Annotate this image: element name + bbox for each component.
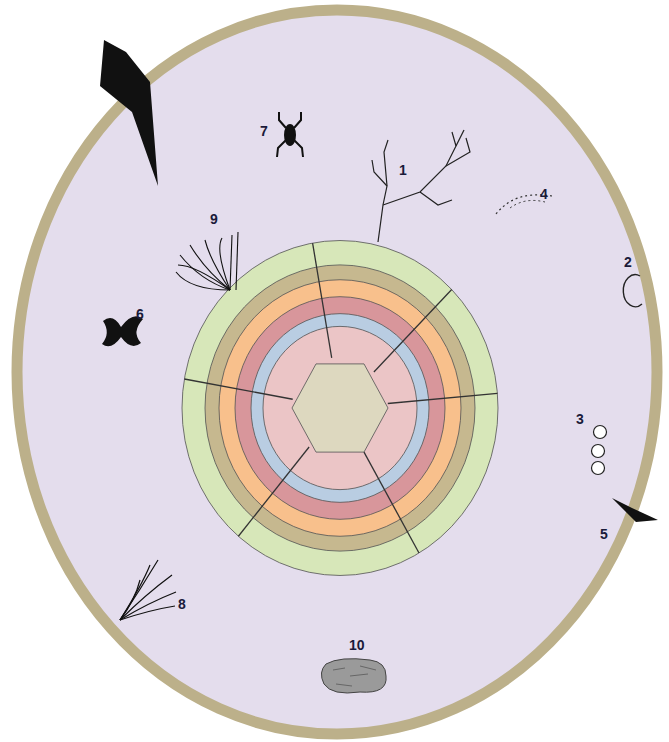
hyphae-symbol — [372, 130, 470, 242]
callout-slot: 8 — [178, 596, 186, 612]
tuft-symbol — [176, 232, 238, 290]
curved-rod-symbol — [623, 275, 642, 307]
mite-symbol — [277, 112, 303, 157]
callout-number: 4 — [540, 186, 548, 202]
callout-number: 8 — [178, 596, 186, 612]
callout-slot: 9 — [210, 211, 218, 227]
border-spike — [612, 498, 658, 522]
callout-slot: 1 — [399, 162, 407, 178]
callout-slot: 2 — [624, 254, 632, 270]
callout-number: 5 — [600, 526, 608, 542]
callout-slot: 5 — [600, 526, 608, 542]
callout-number: 6 — [136, 306, 144, 322]
callout-number: 9 — [210, 211, 218, 227]
rock-texture — [333, 666, 376, 686]
callout-number: 10 — [349, 637, 365, 653]
callout-slot: 10 — [349, 637, 365, 653]
callout-number: 3 — [576, 411, 584, 427]
outer-ring — [17, 10, 657, 734]
callout-number: 1 — [399, 162, 407, 178]
fan-symbol — [120, 560, 176, 620]
callout-slot: 6 — [136, 306, 144, 322]
callout-number: 2 — [624, 254, 632, 270]
callout-slot: 7 — [260, 123, 268, 139]
dotted-arc-symbol — [510, 200, 545, 208]
cocci-chain-symbol — [592, 426, 607, 475]
callout-slot: 4 — [540, 186, 548, 202]
callout-number: 7 — [260, 123, 268, 139]
border-spike — [100, 40, 158, 186]
concentric-rings — [182, 241, 498, 576]
rock-symbol — [321, 659, 386, 693]
callout-slot: 3 — [576, 411, 584, 427]
